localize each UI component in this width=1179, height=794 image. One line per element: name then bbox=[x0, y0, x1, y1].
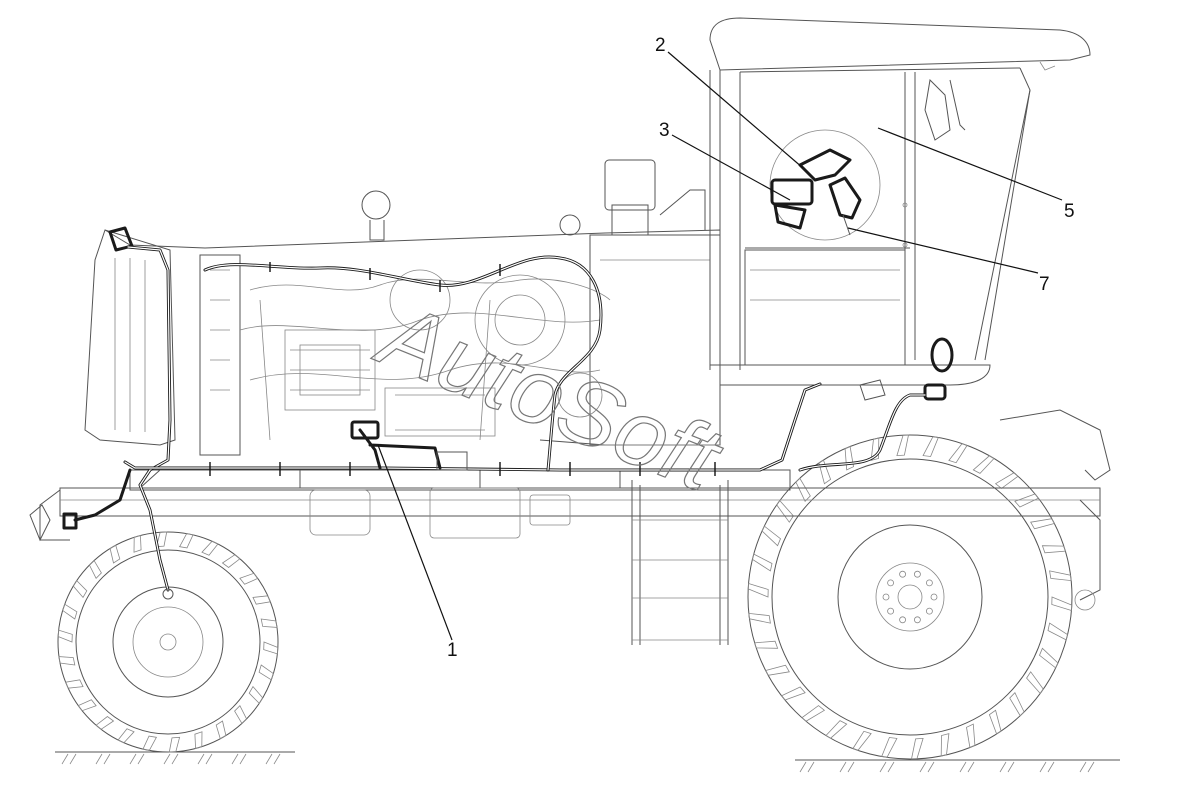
tyre-tread bbox=[201, 540, 219, 556]
callout-3: 3 bbox=[659, 120, 670, 141]
tyre-tread bbox=[1039, 647, 1059, 669]
tyre-tread bbox=[57, 629, 73, 643]
wheel-lug bbox=[914, 616, 921, 624]
tyre-tread bbox=[1030, 518, 1055, 530]
wheel-lug bbox=[882, 593, 890, 601]
tyre-tread bbox=[260, 618, 278, 628]
tyre-tread bbox=[896, 434, 909, 457]
tyre-tread bbox=[88, 559, 102, 579]
engine-hood bbox=[84, 159, 721, 456]
ladder bbox=[631, 480, 729, 645]
tyre-tread bbox=[263, 641, 279, 655]
tyre-tread bbox=[1014, 493, 1040, 508]
tyre-tread bbox=[155, 531, 168, 548]
tyre-tread bbox=[748, 612, 771, 624]
wheel-lug bbox=[887, 607, 894, 615]
tyre-tread bbox=[258, 664, 274, 681]
tyre-tread bbox=[194, 731, 203, 750]
tyre-tread bbox=[940, 733, 950, 757]
tyre-tread bbox=[825, 720, 848, 739]
engine-block bbox=[239, 269, 611, 441]
wiring-harness bbox=[73, 245, 927, 600]
cab bbox=[709, 17, 1091, 386]
tyre-tread bbox=[65, 679, 84, 689]
ground-right bbox=[795, 759, 1120, 773]
tyre-tread bbox=[72, 579, 88, 599]
tyre-tread bbox=[922, 436, 939, 457]
tyre-tread bbox=[109, 544, 121, 564]
tyre-tread bbox=[62, 603, 78, 620]
tyre-tread bbox=[234, 705, 248, 725]
tyre-tread bbox=[117, 728, 135, 744]
wheel-lug bbox=[914, 570, 921, 578]
tyre-tread bbox=[168, 736, 181, 753]
tyre-tread bbox=[761, 525, 781, 547]
tyre-tread bbox=[801, 705, 826, 722]
wheel-lug bbox=[930, 593, 938, 601]
tyre-tread bbox=[972, 455, 995, 474]
tyre-tread bbox=[911, 737, 924, 760]
tyre-tread bbox=[77, 699, 97, 712]
callout-7: 7 bbox=[1039, 274, 1050, 295]
leader-lines bbox=[377, 51, 1063, 641]
tyre-tread bbox=[844, 445, 854, 471]
tyre-tread bbox=[178, 533, 194, 549]
tyre-tread bbox=[966, 723, 976, 749]
wheel-lug bbox=[899, 570, 906, 578]
tyre-tread bbox=[948, 443, 968, 464]
tyre-tread bbox=[765, 664, 790, 676]
tyre-tread bbox=[95, 715, 115, 730]
control-panel-inset bbox=[769, 129, 881, 241]
tyre-tread bbox=[142, 735, 158, 751]
tyre-tread bbox=[881, 737, 898, 758]
wheel-lug bbox=[926, 607, 933, 615]
tyre-tread bbox=[133, 534, 142, 553]
tyre-tread bbox=[1051, 596, 1073, 612]
ground-left bbox=[55, 751, 295, 765]
tyre-tread bbox=[215, 720, 227, 740]
tyre-tread bbox=[252, 595, 271, 605]
tyre-tread bbox=[780, 686, 806, 701]
watermark-text: AutoSoft bbox=[363, 282, 736, 512]
tyre-tread bbox=[1049, 570, 1072, 582]
wheel-lug bbox=[899, 616, 906, 624]
tyre-tread bbox=[852, 730, 872, 751]
tyre-tread bbox=[1047, 622, 1069, 641]
tyre-tread bbox=[1026, 671, 1044, 695]
tyre-tread bbox=[58, 656, 76, 666]
tyre-tread bbox=[1009, 692, 1025, 717]
tyre-tread bbox=[747, 582, 769, 598]
left-wheel bbox=[57, 531, 279, 753]
right-wheel bbox=[747, 434, 1073, 760]
tyre-tread bbox=[776, 499, 794, 523]
wheel-lug bbox=[926, 579, 933, 587]
wheel-lug bbox=[887, 579, 894, 587]
tyre-tread bbox=[239, 572, 259, 585]
callout-2: 2 bbox=[655, 35, 666, 56]
tyre-tread bbox=[988, 709, 1002, 735]
tyre-tread bbox=[870, 437, 880, 461]
tyre-tread bbox=[795, 477, 811, 502]
tyre-tread bbox=[1041, 545, 1066, 554]
tyre-tread bbox=[751, 553, 773, 572]
tyre-tread bbox=[248, 685, 264, 705]
callout-1: 1 bbox=[447, 640, 458, 661]
tyre-tread bbox=[754, 640, 779, 649]
callout-5: 5 bbox=[1064, 201, 1075, 222]
tyre-tread bbox=[818, 459, 832, 485]
tyre-tread bbox=[221, 554, 241, 569]
tyre-tread bbox=[994, 472, 1019, 489]
